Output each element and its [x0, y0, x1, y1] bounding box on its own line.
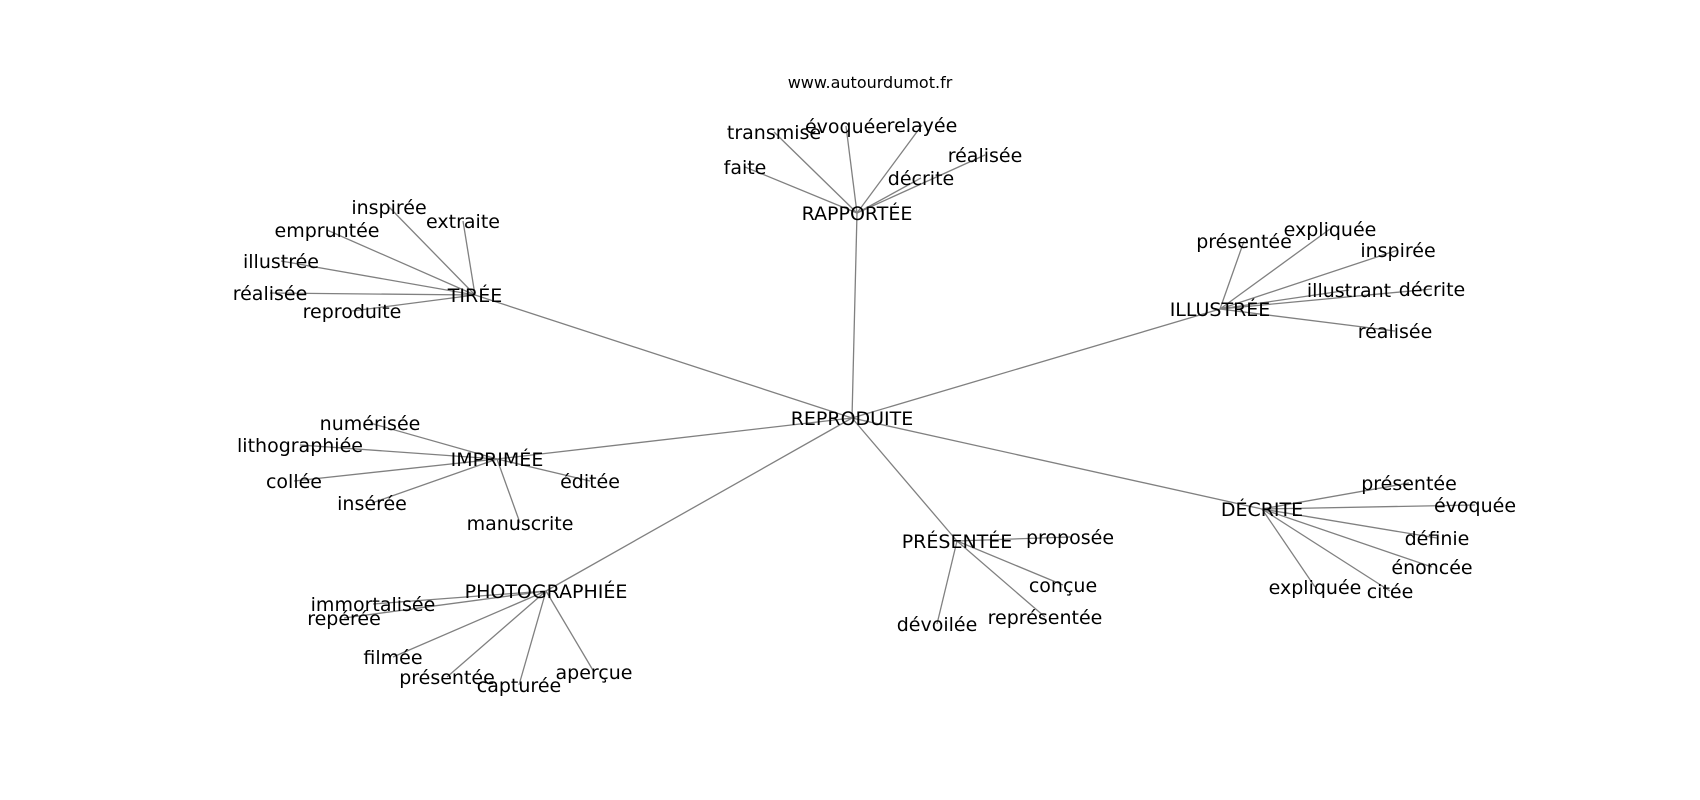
leaf-node-label: reproduite — [303, 301, 402, 323]
edge-root-to-hub — [474, 294, 853, 419]
hub-node-label: PRÉSENTÉE — [902, 530, 1013, 553]
leaf-node-label: illustrant — [1307, 280, 1391, 302]
leaf-node-label: évoquée — [805, 116, 887, 138]
edge-hub-to-leaf — [293, 458, 498, 482]
edge-hub-to-leaf — [1261, 482, 1410, 510]
leaf-node-label: représentée — [988, 607, 1103, 629]
edge-hub-to-leaf — [1261, 508, 1438, 539]
leaf-node-label: évoquée — [1434, 495, 1516, 517]
leaf-node-label: immortalisée — [311, 594, 436, 616]
edge-hub-to-leaf — [545, 590, 595, 673]
leaf-node-label: repérée — [307, 608, 381, 630]
edge-hub-to-leaf — [1219, 308, 1396, 332]
edge-hub-to-leaf — [1219, 228, 1331, 310]
edge-root-to-hub — [851, 308, 1221, 419]
leaf-node-label: définie — [1405, 528, 1470, 550]
leaf-node-label: collée — [266, 471, 322, 493]
edge-hub-to-leaf — [956, 540, 1064, 586]
edge-hub-to-leaf — [369, 422, 498, 460]
edge-hub-to-leaf — [856, 154, 986, 214]
edge-hub-to-leaf — [744, 166, 858, 214]
edge-hub-to-leaf — [280, 260, 476, 296]
leaf-node-label: réalisée — [948, 145, 1023, 167]
edge-hub-to-leaf — [392, 590, 547, 658]
edge-hub-to-leaf — [299, 444, 498, 460]
leaf-node-label: relayée — [887, 115, 958, 137]
site-watermark-label: www.autourdumot.fr — [788, 73, 953, 92]
leaf-node-label: insérée — [337, 493, 407, 515]
edge-hub-to-leaf — [773, 131, 858, 214]
leaf-node-label: expliquée — [1284, 219, 1377, 241]
edge-hub-to-leaf — [1261, 508, 1433, 568]
edge-hub-to-leaf — [343, 590, 547, 619]
edge-hub-to-leaf — [856, 124, 923, 214]
leaf-node-label: inspirée — [1360, 240, 1435, 262]
leaf-node-label: décrite — [888, 168, 954, 190]
leaf-node-label: transmise — [727, 122, 821, 144]
leaf-node-label: présentée — [1361, 473, 1457, 495]
edge-hub-to-leaf — [936, 540, 958, 625]
edge-hub-to-leaf — [388, 206, 476, 296]
edge-hub-to-leaf — [371, 458, 498, 504]
edge-hub-to-leaf — [1261, 508, 1391, 592]
edge-root-to-hub — [851, 417, 1263, 510]
leaf-node-label: expliquée — [1269, 577, 1362, 599]
leaf-node-label: inspirée — [351, 197, 426, 219]
edge-hub-to-leaf — [1219, 289, 1350, 310]
hub-node-label: IMPRIMÉE — [451, 448, 544, 471]
edge-hub-to-leaf — [372, 590, 547, 605]
edge-root-to-hub — [496, 417, 853, 460]
edge-hub-to-leaf — [1261, 504, 1476, 510]
leaf-node-label: capturée — [477, 675, 561, 697]
edge-hub-to-leaf — [269, 292, 476, 296]
leaf-node-label: illustrée — [243, 251, 319, 273]
hub-node-label: PHOTOGRAPHIÉE — [465, 580, 628, 603]
edge-hub-to-leaf — [1219, 249, 1399, 310]
hub-node-label: RAPPORTÉE — [802, 202, 913, 225]
leaf-node-label: réalisée — [233, 283, 308, 305]
edge-hub-to-leaf — [496, 458, 591, 482]
leaf-node-label: extraite — [426, 211, 500, 233]
edge-hub-to-leaf — [462, 220, 476, 296]
leaf-node-label: décrite — [1399, 279, 1465, 301]
leaf-node-label: réalisée — [1358, 321, 1433, 343]
leaf-node-label: manuscrite — [467, 513, 574, 535]
leaf-node-label: dévoilée — [897, 614, 978, 636]
edge-hub-to-leaf — [1219, 288, 1433, 310]
leaf-node-label: filmée — [363, 647, 422, 669]
hub-node-label: DÉCRITE — [1221, 498, 1303, 521]
leaf-node-label: présentée — [399, 667, 495, 689]
leaf-node-label: proposée — [1026, 527, 1114, 549]
edge-hub-to-leaf — [856, 177, 922, 214]
leaf-node-label: énoncée — [1391, 557, 1472, 579]
hub-node-label: ILLUSTRÉE — [1170, 298, 1271, 321]
root-node-label: REPRODUITE — [791, 408, 914, 430]
edge-root-to-hub — [851, 212, 858, 419]
edge-root-to-hub — [851, 417, 958, 542]
hub-node-label: TIRÉE — [447, 284, 502, 307]
edge-hub-to-leaf — [1261, 508, 1316, 588]
leaf-node-label: faite — [724, 157, 767, 179]
edge-hub-to-leaf — [1219, 240, 1245, 310]
edge-hub-to-leaf — [518, 590, 547, 686]
leaf-node-label: éditée — [560, 471, 620, 493]
leaf-node-label: présentée — [1196, 231, 1292, 253]
leaf-node-label: aperçue — [556, 662, 633, 684]
leaf-node-label: empruntée — [275, 220, 380, 242]
graph-edges — [269, 124, 1476, 686]
leaf-node-label: lithographiée — [237, 435, 363, 457]
edge-root-to-hub — [545, 417, 853, 592]
leaf-node-label: conçue — [1029, 575, 1097, 597]
leaf-node-label: citée — [1367, 581, 1414, 603]
edge-hub-to-leaf — [446, 590, 547, 678]
leaf-node-label: numérisée — [320, 413, 421, 435]
edge-hub-to-leaf — [496, 458, 521, 524]
edge-hub-to-leaf — [326, 229, 476, 296]
edge-hub-to-leaf — [845, 125, 858, 214]
edge-hub-to-leaf — [956, 536, 1071, 542]
edge-hub-to-leaf — [351, 294, 476, 312]
edge-hub-to-leaf — [956, 540, 1046, 618]
